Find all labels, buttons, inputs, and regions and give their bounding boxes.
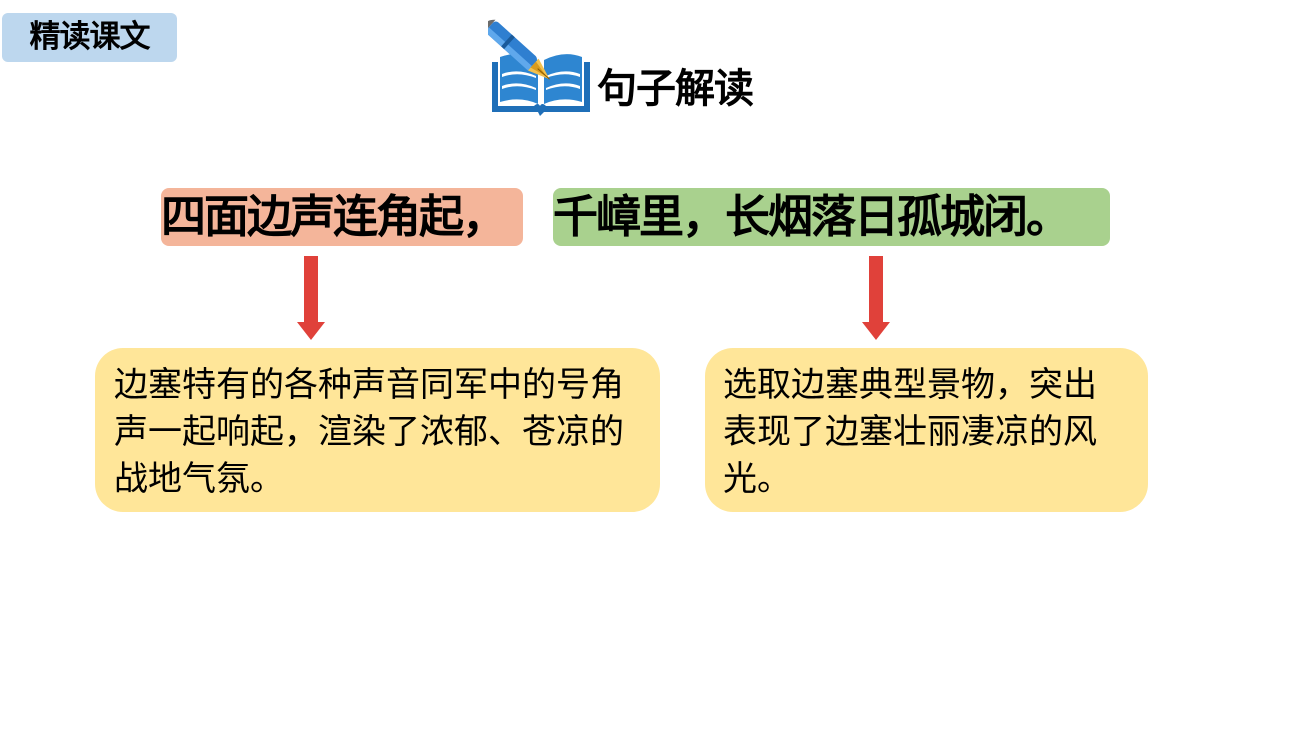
explanation-box-1: 边塞特有的各种声音同军中的号角声一起响起，渲染了浓郁、苍凉的战地气氛。 [95, 348, 660, 512]
page-title: 句子解读 [597, 66, 754, 112]
book-pen-icon [484, 12, 593, 117]
verse-line-2-text: 千嶂里，长烟落日孤城闭。 [553, 190, 1071, 243]
explanation-text-1: 边塞特有的各种声音同军中的号角声一起响起，渲染了浓郁、苍凉的战地气氛。 [114, 365, 624, 499]
verse-line-1: 四面边声连角起， [161, 188, 523, 246]
section-tag-label: 精读课文 [29, 19, 151, 55]
verse-line-1-text: 四面边声连角起， [161, 190, 507, 243]
explanation-text-2: 选取边塞典型景物，突出表现了边塞壮丽凄凉的风光。 [723, 365, 1097, 499]
verse-line-2: 千嶂里，长烟落日孤城闭。 [553, 188, 1110, 246]
explanation-box-2: 选取边塞典型景物，突出表现了边塞壮丽凄凉的风光。 [705, 348, 1148, 512]
down-arrow-icon [856, 256, 896, 342]
down-arrow-icon [291, 256, 331, 342]
section-tag: 精读课文 [2, 13, 177, 62]
